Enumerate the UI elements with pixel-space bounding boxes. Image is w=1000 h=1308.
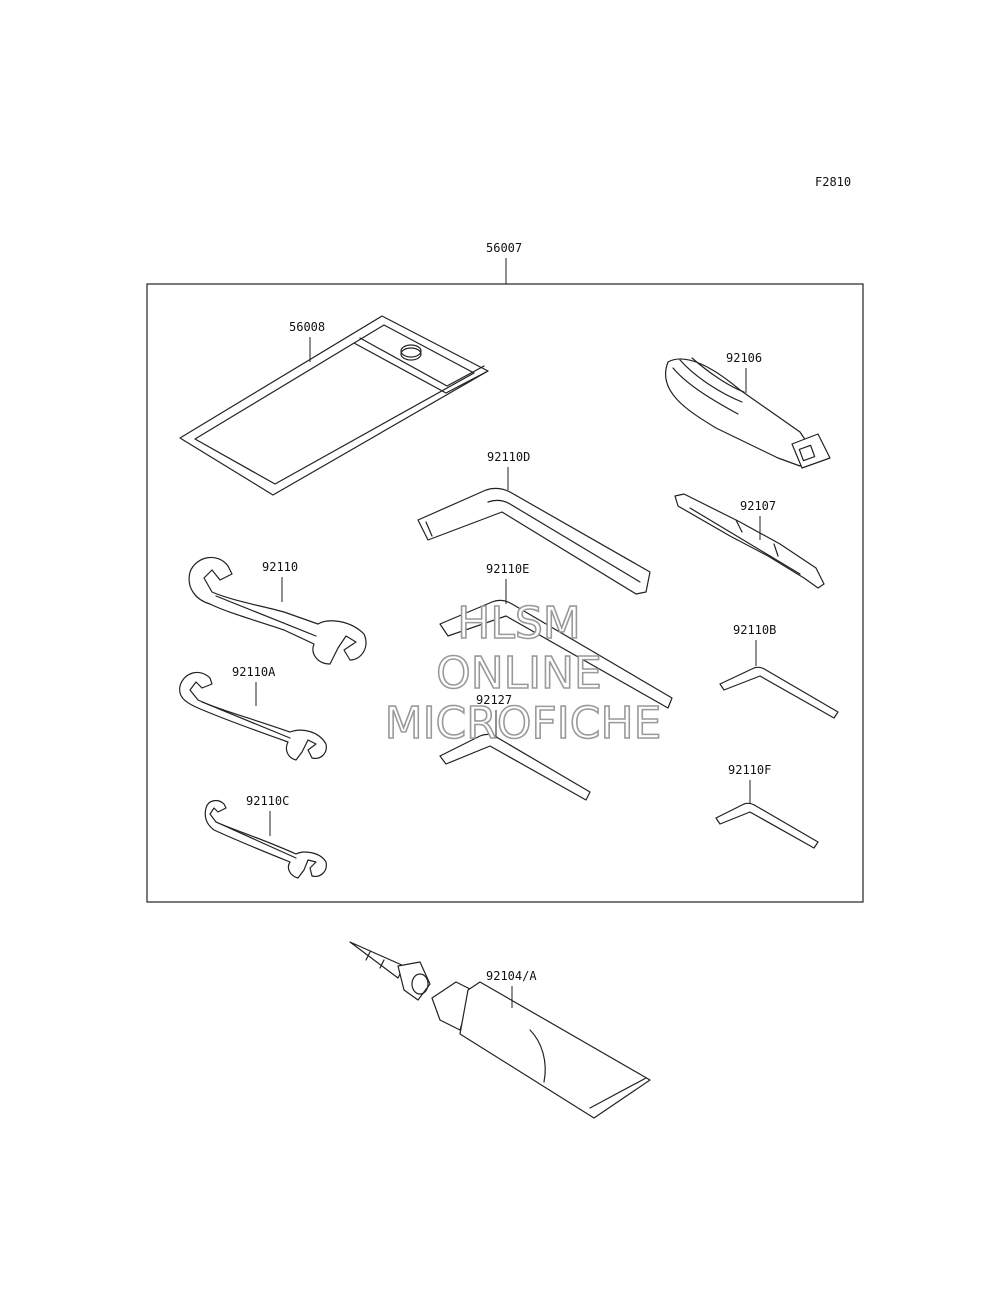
hex-key-92110b-drawing	[719, 666, 839, 719]
tool-case-drawing	[179, 315, 489, 496]
label-92106: 92106	[726, 351, 762, 365]
label-92110e: 92110E	[486, 562, 529, 576]
label-92110: 92110	[262, 560, 298, 574]
label-92104a: 92104/A	[486, 969, 537, 983]
figure-code: F2810	[815, 175, 851, 189]
hex-key-92127-drawing	[439, 733, 591, 801]
tool-kit-box	[146, 283, 864, 903]
label-92110b: 92110B	[733, 623, 776, 637]
watermark: HLSM ONLINE MICROFICHE	[384, 597, 662, 750]
label-56008: 56008	[289, 320, 325, 334]
hex-key-92110d-drawing	[417, 487, 651, 595]
grease-tube-drawing	[349, 941, 651, 1119]
wrench-92110c-drawing	[204, 799, 327, 879]
label-92107: 92107	[740, 499, 776, 513]
wrench-92110a-drawing	[179, 671, 327, 761]
driver-bit-drawing	[674, 493, 825, 589]
label-92127: 92127	[476, 693, 512, 707]
watermark-line-2: ONLINE	[436, 648, 602, 699]
label-92110f: 92110F	[728, 763, 771, 777]
hex-key-92110f-drawing	[715, 802, 819, 849]
label-56007: 56007	[486, 241, 522, 255]
driver-handle-drawing	[665, 357, 831, 469]
watermark-line-1: HLSM	[457, 598, 581, 649]
wrench-92110-drawing	[188, 556, 367, 665]
hex-key-92110e-drawing	[439, 599, 673, 709]
label-92110d: 92110D	[487, 450, 530, 464]
watermark-line-3: MICROFICHE	[385, 698, 662, 749]
label-92110a: 92110A	[232, 665, 276, 679]
label-92110c: 92110C	[246, 794, 289, 808]
